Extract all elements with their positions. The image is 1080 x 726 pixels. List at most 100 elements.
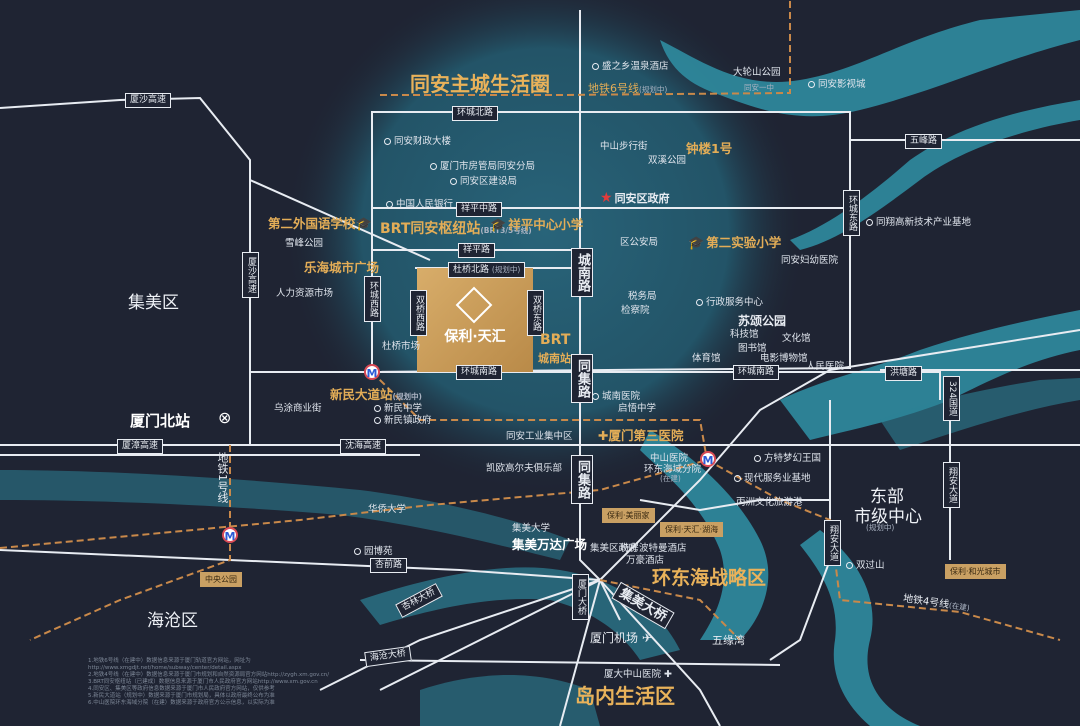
water-bodies: [0, 10, 1080, 726]
poi-tongan-no1: 同安一中: [744, 83, 774, 92]
footnote-line: 4.同安区、集美区等政府信息数据来源于厦门市人民政府官方网站，仅供参考: [88, 686, 275, 692]
road-xiasha-2: 厦沙高速: [242, 252, 259, 298]
poi-jimei-gov: 集美区政府: [590, 543, 638, 554]
poi-wanhao: 特房波特曼酒店: [620, 543, 687, 554]
footnote-line: 1.地铁6号线（在建中）数据信息来源于厦门轨道官方网站，网址为http://ww…: [88, 658, 251, 671]
project-block[interactable]: 保利·天汇: [417, 268, 533, 372]
poi-sci-museum: 科技馆: [730, 329, 759, 340]
poi-library: 图书馆: [738, 343, 767, 354]
project-name: 保利·天汇: [444, 329, 506, 345]
road-xiangping: 祥平路: [458, 243, 496, 258]
district-haicang: 海沧区: [147, 611, 198, 631]
poi-xuefeng: 雪峰公园: [285, 238, 324, 249]
metro-brt-chengnan[interactable]: BRT: [540, 332, 571, 348]
poi-airport: 厦门机场 ✈: [590, 631, 652, 645]
poi-women-hospital: 同安妇幼医院: [781, 255, 839, 266]
poi-kaiou: 凯欧高尔夫俱乐部: [486, 463, 563, 474]
poi-tongan-film: 同安影视城: [808, 76, 866, 90]
footnote-line: 3.BRT同安枢纽站（已建成）数据信息来源于厦门市人民政府官方网站http://…: [88, 679, 318, 685]
poi-construction: 同安区建设局: [450, 173, 517, 187]
poi-wuyuanwan: 五缘湾: [712, 634, 745, 647]
badge-central-park[interactable]: 中央公园: [200, 572, 242, 587]
road-tongji-1: 同集路: [571, 354, 593, 403]
zone-daonei-label: 岛内生活区: [575, 684, 675, 708]
road-xiqian: 杏前路: [370, 558, 408, 573]
road-xiangpingzhong: 祥平中路: [456, 202, 503, 217]
road-wufeng: 五峰路: [905, 134, 943, 149]
poi-fangte: 方特梦幻王国: [754, 450, 821, 464]
poi-school-foreign: 第二外国语学校🎓: [268, 216, 372, 232]
road-shuangqiao-east: 双桥东路: [527, 290, 544, 336]
poi-zhonglou: 钟楼1号: [686, 141, 733, 156]
metro-jimei-icon[interactable]: M: [222, 527, 238, 543]
zone-huandonghai-label: 环东海战略区: [652, 567, 767, 589]
poi-school2: 🎓第二实验小学: [688, 235, 782, 251]
poi-service-base: 现代服务业基地: [734, 470, 811, 484]
poi-yuanbo: 园博苑: [354, 543, 393, 557]
footnote-line: 2.地铁4号线（在建中）数据信息来源于厦门市规划和自然资源局官方网站http:/…: [88, 672, 330, 678]
road-tongji-2: 同集路: [571, 455, 593, 504]
poi-tax: 税务局: [628, 291, 657, 302]
gov-star-icon: ★: [600, 190, 613, 206]
poi-pboc: 中国人民银行: [386, 196, 453, 210]
metro-line1-label: 地铁1号线: [216, 452, 229, 503]
metro-xinmin-label[interactable]: 新民大道站(规划中): [330, 387, 422, 402]
road-huancheng-north: 环城北路: [452, 106, 499, 121]
road-huancheng-south2: 环城南路: [733, 365, 780, 380]
poi-xinmin-gov: 新民镇政府: [374, 412, 432, 426]
school-icon: 🎓: [490, 218, 507, 233]
badge-meili[interactable]: 保利·美丽家: [602, 508, 655, 523]
poi-huaqiao: 华侨大学: [368, 504, 407, 515]
poi-wuxi-mall: 乌涂商业街: [274, 403, 322, 414]
poi-tongan-gov[interactable]: ★同安区政府: [600, 190, 670, 206]
poi-zhongshan-street: 中山步行街: [600, 141, 648, 152]
road-xiazhang: 厦漳高速: [117, 439, 164, 454]
metro-brt-hub-label[interactable]: BRT同安枢纽站(BRT3/5号线): [380, 221, 532, 237]
poi-public-security: 区公安局: [620, 237, 659, 248]
metro-line6-label: 地铁6号线(规划中): [588, 82, 668, 95]
poi-xinmin-school: 新民中学: [374, 400, 422, 414]
footnote-line: 5.新民大道站（规划中）数据来源于厦门市规划局，具体以政府最终公布为准: [88, 693, 275, 699]
poi-tourism: 丙洲文化旅游港: [736, 497, 803, 508]
poi-shuanghu: 双溪公园: [648, 155, 687, 166]
zone-tongan-label: 同安主城生活圈: [410, 72, 550, 96]
poi-xiada-hospital: 厦大中山医院 ✚: [604, 669, 673, 680]
road-xiangan-2: 翔安大道: [824, 520, 841, 566]
badge-hexu[interactable]: 保利·和光城市: [945, 564, 1006, 579]
poi-third-hospital: ✚厦门第三医院: [598, 428, 684, 443]
poi-shengzhixiang: 盛之乡温泉酒店: [592, 58, 669, 72]
school-icon: 🎓: [355, 217, 372, 232]
poi-jimei-uni: 集美大学: [512, 523, 551, 534]
district-dongbu-note: (规划中): [866, 523, 895, 532]
poi-dalunshan: 大轮山公园: [733, 67, 781, 78]
road-shenhai: 沈海高速: [340, 439, 387, 454]
metro-xinmin-icon[interactable]: M: [364, 364, 380, 380]
poi-dot-icon: [592, 63, 599, 70]
road-shuangqiao-west: 双桥西路: [410, 290, 427, 336]
metro-lines: [0, 0, 1061, 641]
station-xiamen-north[interactable]: 厦门北站: [130, 412, 191, 430]
poi-jimei-wanda: 集美万达广场: [512, 537, 588, 552]
road-duqiao-north: 杜桥北路 (规划中): [448, 262, 526, 278]
poi-culture-hall: 文化馆: [782, 333, 811, 344]
poi-hr-market: 人力资源市场: [276, 288, 334, 299]
poi-lehai: 乐海城市广场: [304, 260, 380, 275]
metro-zhongshan-icon[interactable]: M: [700, 451, 716, 467]
poi-shuangguo: 双过山: [846, 557, 885, 571]
road-xiamen-bridge: 厦门大桥: [572, 574, 589, 620]
road-xiangan: 翔安大道: [943, 462, 960, 508]
poi-qiyin-school: 启悟中学: [618, 403, 657, 414]
district-dongbu-center: 市级中心: [854, 507, 922, 527]
road-network: [0, 10, 1080, 726]
poi-zhongshan-hospital-2: 环东海域分院: [644, 464, 702, 475]
poi-industrial: 同安工业集中区: [506, 431, 573, 442]
poi-wanhao-2: 万豪酒店: [626, 555, 665, 566]
poi-people-hospital: 人民医院: [806, 361, 845, 372]
badge-huhai[interactable]: 保利·天汇·湖海: [660, 522, 724, 537]
road-xiasha-1: 厦沙高速: [125, 93, 172, 108]
project-logo-icon: [455, 286, 493, 324]
poi-chengnan-hospital: 城南医院: [592, 388, 640, 402]
metro-brt-chengnan-2[interactable]: 城南站: [538, 352, 571, 365]
road-chengnan: 城南路: [571, 248, 593, 297]
